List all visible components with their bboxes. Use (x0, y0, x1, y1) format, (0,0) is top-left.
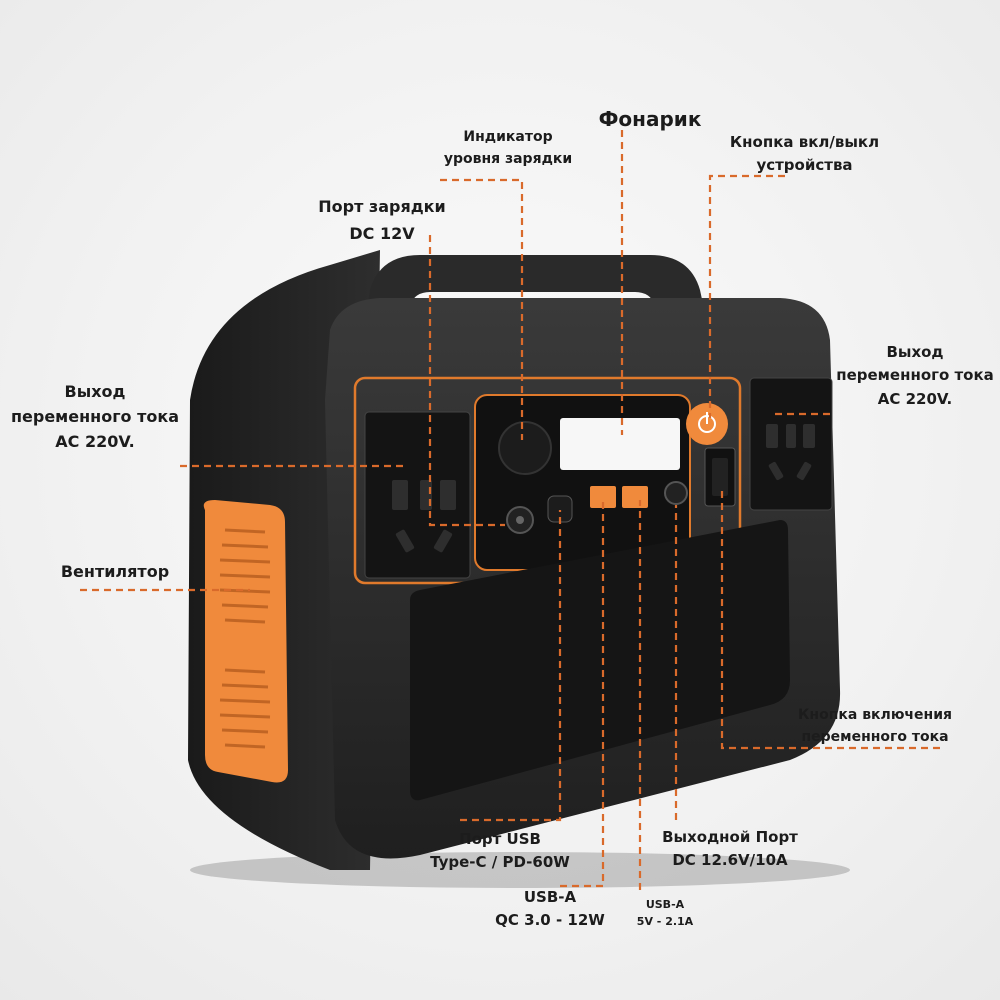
usb-a-port (622, 486, 648, 508)
label-ac-outlet-right: Выход переменного тока AC 220V. (836, 343, 994, 408)
label-flashlight: Фонарик (598, 107, 702, 131)
label-fan: Вентилятор (60, 562, 170, 581)
lower-panel (410, 520, 790, 801)
label-ac-switch: Кнопка включения переменного тока (797, 707, 953, 745)
charge-indicator (498, 421, 552, 475)
label-usb-a-qc: USB-A QC 3.0 - 12W (495, 888, 605, 930)
callout-power-button (708, 174, 785, 418)
dc-out-port (664, 481, 688, 505)
callout-ac-switch (720, 490, 940, 750)
label-usb-c: Порт USB Type-C / PD-60W (430, 830, 570, 872)
flashlight-window (560, 418, 680, 470)
handle (360, 255, 715, 360)
usb-a-qc-port (590, 486, 616, 508)
label-usb-a: USB-A 5V - 2.1A (636, 898, 694, 929)
label-ac-outlet-left: Выход переменного тока AC 220V. (10, 382, 180, 451)
callout-charging-port (428, 235, 505, 527)
fan-panel (203, 500, 288, 783)
callout-usb-a-qc (560, 500, 605, 888)
label-dc-out: Выходной Порт DC 12.6V/10A (662, 828, 798, 870)
callout-usb-c (460, 510, 562, 822)
label-charge-indicator: Индикатор уровня зарядки (443, 129, 573, 167)
label-charging-port: Порт зарядки DC 12V (318, 197, 446, 244)
callout-charge-indicator (440, 178, 524, 440)
label-power-button: Кнопка вкл/выкл устройства (729, 133, 880, 175)
callout-lines (80, 130, 940, 890)
